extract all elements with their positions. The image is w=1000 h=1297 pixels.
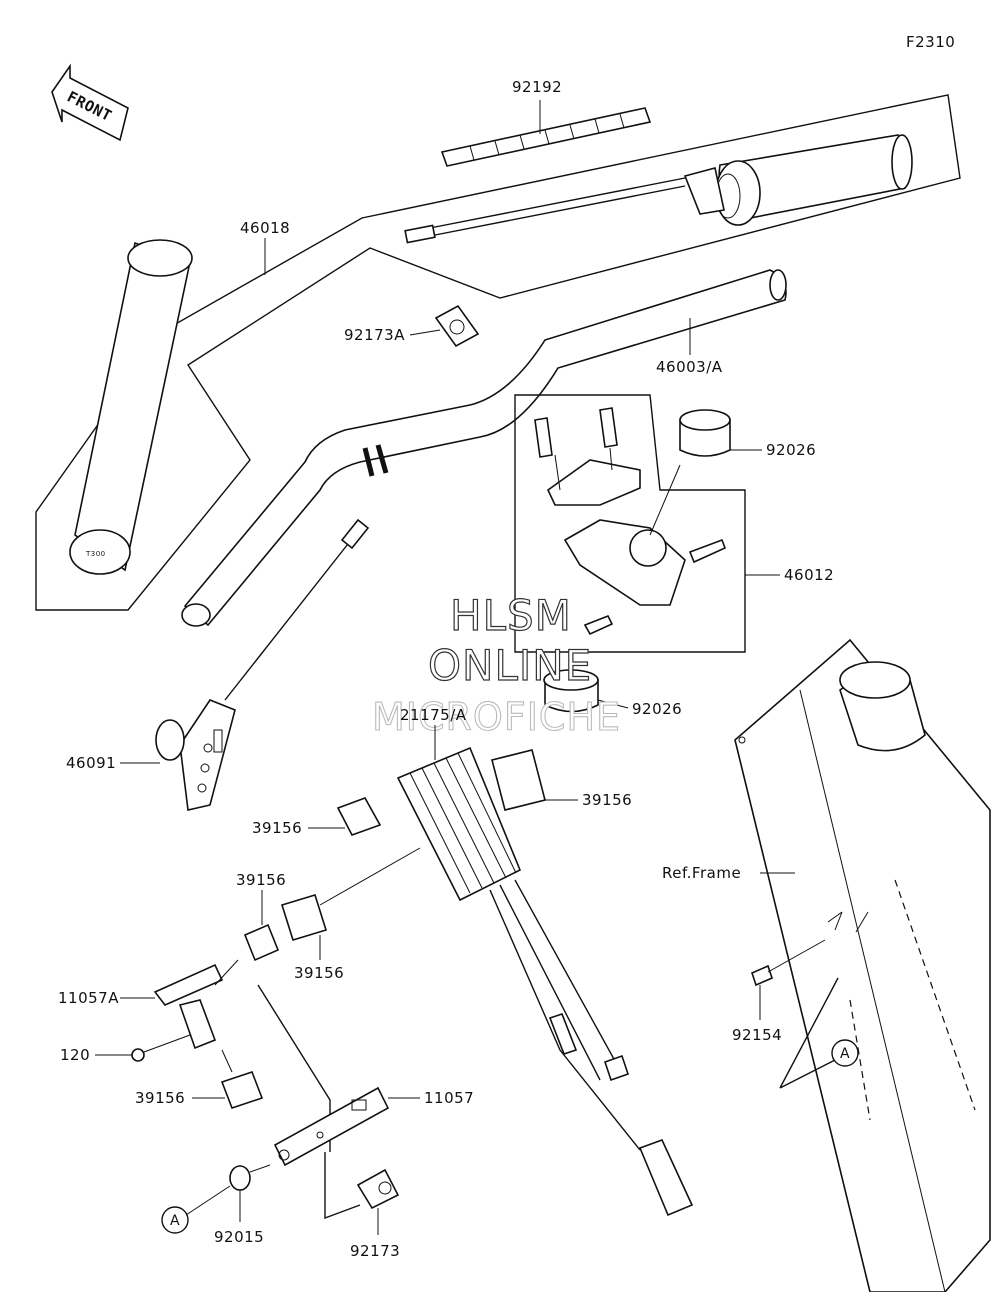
throttle-grip-part [404, 134, 913, 244]
handlebar-tube-part [181, 269, 787, 627]
callout-39156-bottom: 39156 [135, 1089, 185, 1107]
callout-92173: 92173 [350, 1242, 400, 1260]
callout-92026-upper: 92026 [766, 441, 816, 459]
callout-92192: 92192 [512, 78, 562, 96]
leader-92154-to-frame [767, 939, 826, 973]
callout-46091: 46091 [66, 754, 116, 772]
clamp-92173-part [356, 1168, 400, 1210]
callout-39156-right: 39156 [582, 791, 632, 809]
callout-92173A: 92173A [344, 326, 405, 344]
callout-ref-frame: Ref.Frame [662, 864, 741, 882]
leader-92015-to-bracket [249, 1164, 271, 1173]
watermark-line-2: ONLINE [428, 641, 592, 690]
figure-code: F2310 [906, 33, 955, 51]
switch-46091-part [155, 518, 370, 811]
leader-92026-lower [597, 699, 629, 709]
reference-marker-a-left: A [161, 1206, 189, 1234]
callout-46018: 46018 [240, 219, 290, 237]
watermark: HLSM ONLINE MICROFICHE [371, 590, 621, 739]
callout-39156-left: 39156 [252, 819, 302, 837]
bracket-11057A-part [153, 959, 239, 1050]
callout-46003A: 46003/A [656, 358, 723, 376]
left-grip-part: T300 [69, 239, 193, 575]
callout-92154: 92154 [732, 1026, 782, 1044]
callout-21175A: 21175/A [400, 706, 467, 724]
pad-39156-right-part [491, 749, 546, 811]
ring-92026-upper-part [679, 409, 731, 457]
bracket-11057-part [273, 1086, 390, 1167]
reference-wedge [779, 977, 839, 1089]
front-arrow-icon: FRONT [51, 63, 129, 142]
svg-text:T300: T300 [85, 550, 106, 558]
bushing-92015-part [229, 1165, 251, 1191]
bolt-92154-part [751, 964, 773, 987]
callout-11057A: 11057A [58, 989, 119, 1007]
bracket-11057-group-outline [257, 984, 361, 1220]
pad-39156-left-part [336, 797, 382, 836]
callout-92015: 92015 [214, 1228, 264, 1246]
reference-marker-a-right: A [831, 1039, 859, 1067]
clamp-92173A-part [434, 304, 480, 348]
callout-120: 120 [60, 1046, 90, 1064]
pad-39156-bottom-part [220, 1070, 264, 1110]
ref-a-left-label: A [170, 1213, 180, 1229]
frame-reference-part [734, 638, 991, 1293]
leader-pad-bracket [221, 1049, 233, 1073]
callout-46012: 46012 [784, 566, 834, 584]
ref-a-right-label: A [840, 1046, 850, 1062]
leader-120-to-bracket [143, 1034, 191, 1053]
handlebar-clamp-part [534, 407, 727, 636]
callout-11057: 11057 [424, 1089, 474, 1107]
bolt-120-part [131, 1048, 145, 1062]
handlebar-group-outline [35, 94, 961, 611]
clamp-group-outline [514, 394, 746, 653]
ring-92026-lower-part [543, 669, 599, 713]
leader-pad-connector [319, 847, 421, 906]
leader-ref-A-left [185, 1185, 231, 1216]
callout-39156-b: 39156 [294, 964, 344, 982]
ecu-module-21175A-part [396, 725, 694, 1217]
watermark-line-3: MICROFICHE [372, 695, 621, 739]
callout-39156-a: 39156 [236, 871, 286, 889]
pad-39156-small-part [243, 894, 328, 962]
callout-92026-lower: 92026 [632, 700, 682, 718]
leader-92173A [409, 329, 441, 336]
spiral-band-part [440, 107, 652, 167]
watermark-line-1: HLSM [450, 591, 572, 640]
